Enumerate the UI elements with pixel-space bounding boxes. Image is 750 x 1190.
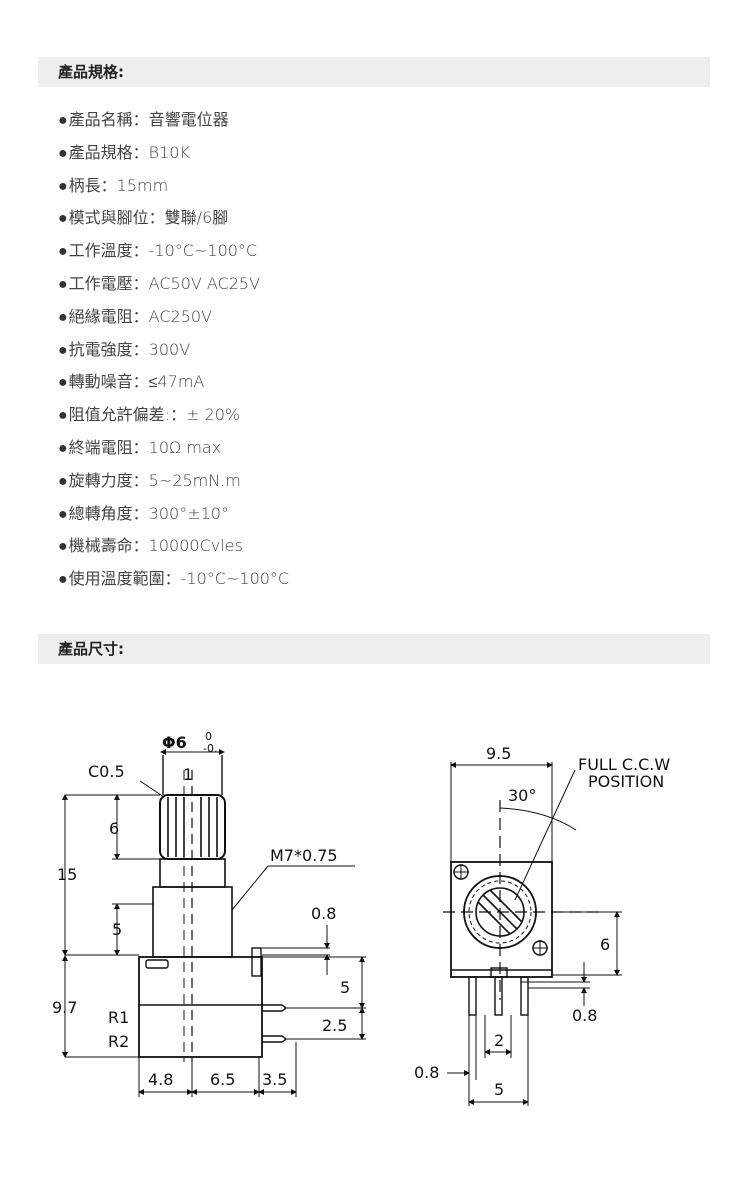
body-height-label: 9.7 <box>52 998 77 1017</box>
spec-item: ●工作電壓：AC50V AC25V <box>58 273 261 293</box>
bullet-icon: ● <box>58 142 68 162</box>
bushing-length-label: 5 <box>112 920 122 939</box>
spec-item: ●模式與腳位：雙聯/6腳 <box>58 208 229 228</box>
pin-pitch-label: 2.5 <box>322 1016 347 1035</box>
bullet-icon: ● <box>58 470 68 490</box>
note-line-1: FULL C.C.W <box>578 755 670 774</box>
mark-1-label: 1 <box>183 765 193 784</box>
tolerance-upper-label: 0 <box>205 730 212 743</box>
tab-height-label: 5 <box>340 978 350 997</box>
bottom-dim-3: 3.5 <box>262 1070 287 1089</box>
spec-item: ●產品規格：B10K <box>58 142 191 162</box>
spec-item: ●轉動噪音：≤47mA <box>58 372 205 392</box>
tolerance-lower-label: -0. <box>203 742 217 755</box>
bullet-icon: ● <box>58 372 68 392</box>
bullet-icon: ● <box>58 208 68 228</box>
bullet-icon: ● <box>58 273 68 293</box>
label-r2: R2 <box>108 1032 129 1051</box>
shaft-diameter-label: Φ6 <box>162 733 187 752</box>
bullet-icon: ● <box>58 241 68 261</box>
front-view-drawing <box>443 762 622 1106</box>
spec-item: ●機械壽命：10000Cvles <box>58 536 243 556</box>
spec-section-header: 產品規格: <box>38 57 710 87</box>
side-view-drawing <box>62 749 366 1097</box>
pin-pitch-right-label: 2 <box>494 1031 504 1050</box>
thread-label: M7*0.75 <box>270 846 338 865</box>
label-r1: R1 <box>108 1008 129 1027</box>
note-line-2: POSITION <box>588 772 664 791</box>
spec-list: ●產品名稱：音響電位器 ●產品規格：B10K ●柄長：15mm ●模式與腳位：雙… <box>58 104 289 596</box>
bullet-icon: ● <box>58 175 68 195</box>
spec-item: ●阻值允許偏差:：± 20% <box>58 405 241 425</box>
bottom-dim-1: 4.8 <box>148 1070 173 1089</box>
spec-item: ●工作溫度：-10°C~100°C <box>58 241 258 261</box>
dimension-section-header: 產品尺寸: <box>38 634 710 664</box>
total-length-label: 15 <box>57 865 77 884</box>
bullet-icon: ● <box>58 405 68 425</box>
spec-item: ●總轉角度：300°±10° <box>58 503 229 523</box>
bullet-icon: ● <box>58 306 68 326</box>
spec-item: ●使用溫度範圍：-10°C~100°C <box>58 569 290 589</box>
spec-item: ●產品名稱：音響電位器 <box>58 110 229 129</box>
pin-span-label: 5 <box>494 1080 504 1099</box>
bullet-icon: ● <box>58 503 68 523</box>
spec-item: ●旋轉力度：5~25mN.m <box>58 470 241 490</box>
tab-thickness-label: 0.8 <box>311 904 336 923</box>
bullet-icon: ● <box>58 437 68 457</box>
spec-item: ●柄長：15mm <box>58 175 169 195</box>
pin-width-right-label: 0.8 <box>572 1006 597 1025</box>
knurl-length-label: 6 <box>109 819 119 838</box>
spec-item: ●抗電強度：300V <box>58 339 191 359</box>
width-label: 9.5 <box>486 744 511 763</box>
bottom-dim-2: 6.5 <box>210 1070 235 1089</box>
chamfer-label: C0.5 <box>88 762 125 781</box>
bullet-icon: ● <box>58 110 68 129</box>
spec-item: ●終端電阻：10Ω max <box>58 437 222 457</box>
angle-label: 30° <box>508 786 536 805</box>
height-6-label: 6 <box>600 935 610 954</box>
bullet-icon: ● <box>58 536 68 556</box>
spec-item: ●絕緣電阻：AC250V <box>58 306 212 326</box>
pin-width-left-label: 0.8 <box>414 1063 439 1082</box>
bullet-icon: ● <box>58 339 68 359</box>
bullet-icon: ● <box>58 569 68 589</box>
